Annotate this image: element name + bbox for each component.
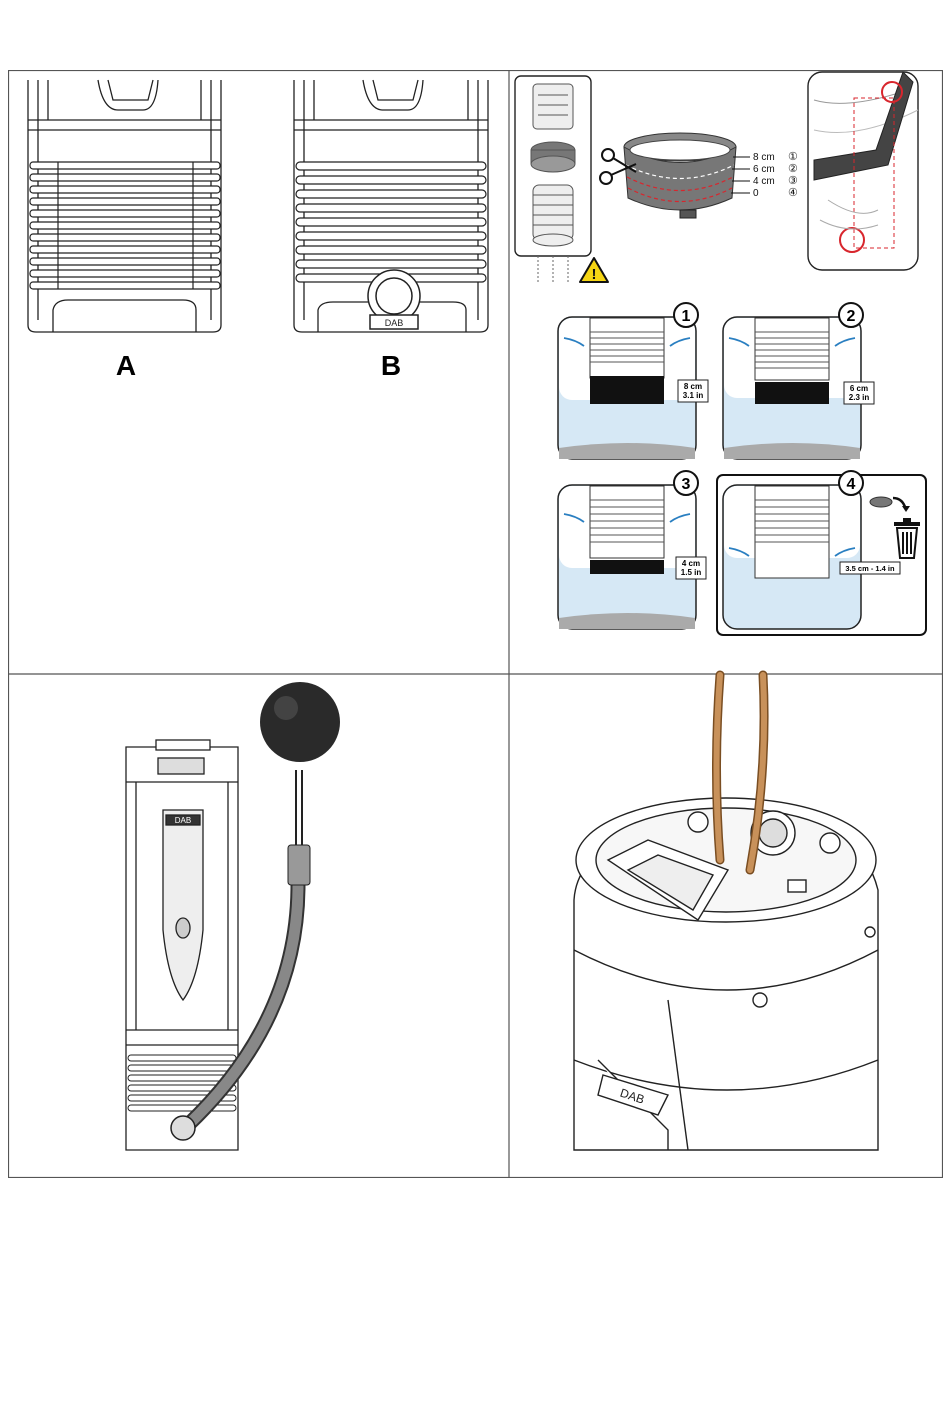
ring-level-0: 0 [753, 188, 759, 199]
adjustment-ring [624, 133, 736, 218]
step-1-panel: 8 cm 3.1 in 1 [558, 303, 708, 459]
ring-level-num-1: ① [788, 151, 798, 163]
float-ball [260, 682, 340, 762]
step-3-panel: 4 cm 1.5 in 3 [558, 471, 706, 629]
panel-a-slots [30, 162, 220, 289]
step-2-number: 2 [847, 308, 856, 325]
ring-install-detail-box [808, 72, 918, 270]
panel-a-pump-bottom [28, 80, 221, 332]
step-4-number: 4 [847, 476, 856, 493]
pump-front-brand: DAB [175, 816, 191, 825]
step-1-dim-in: 3.1 in [683, 391, 704, 400]
step-3-number: 3 [682, 476, 691, 493]
ring-level-num-2: ② [788, 163, 798, 175]
ring-level-num-3: ③ [788, 175, 798, 187]
label-b: B [381, 350, 401, 381]
warning-symbol: ! [592, 266, 597, 283]
ring-level-4: 4 cm [753, 176, 775, 187]
step-2-dim-in: 2.3 in [849, 393, 870, 402]
panel-b-slots [296, 162, 486, 282]
panel-b-inlet-port: DAB [368, 270, 420, 329]
step-3-dim-cm: 4 cm [682, 559, 700, 568]
step-2-panel: 6 cm 2.3 in 2 [723, 303, 874, 459]
step-3-dim-in: 1.5 in [681, 568, 702, 577]
label-a: A [116, 350, 136, 381]
ring-level-8: 8 cm [753, 152, 775, 163]
step-2-dim-cm: 6 cm [850, 384, 868, 393]
warning-icon: ! [580, 258, 608, 283]
figure-grid: A DAB B [8, 70, 943, 1178]
step-4-dim: 3.5 cm - 1.4 in [845, 564, 895, 573]
step-1-dim-cm: 8 cm [684, 382, 702, 391]
step-4-panel: 3.5 cm - 1.4 in 4 [717, 471, 926, 635]
ring-level-num-4: ④ [788, 187, 798, 199]
step-1-number: 1 [682, 308, 691, 325]
exploded-view-box [515, 76, 591, 282]
ring-level-6: 6 cm [753, 164, 775, 175]
ring-level-labels: 8 cm 6 cm 4 cm 0 ① ② ③ ④ [731, 151, 798, 199]
panel-b-brand: DAB [385, 318, 404, 328]
